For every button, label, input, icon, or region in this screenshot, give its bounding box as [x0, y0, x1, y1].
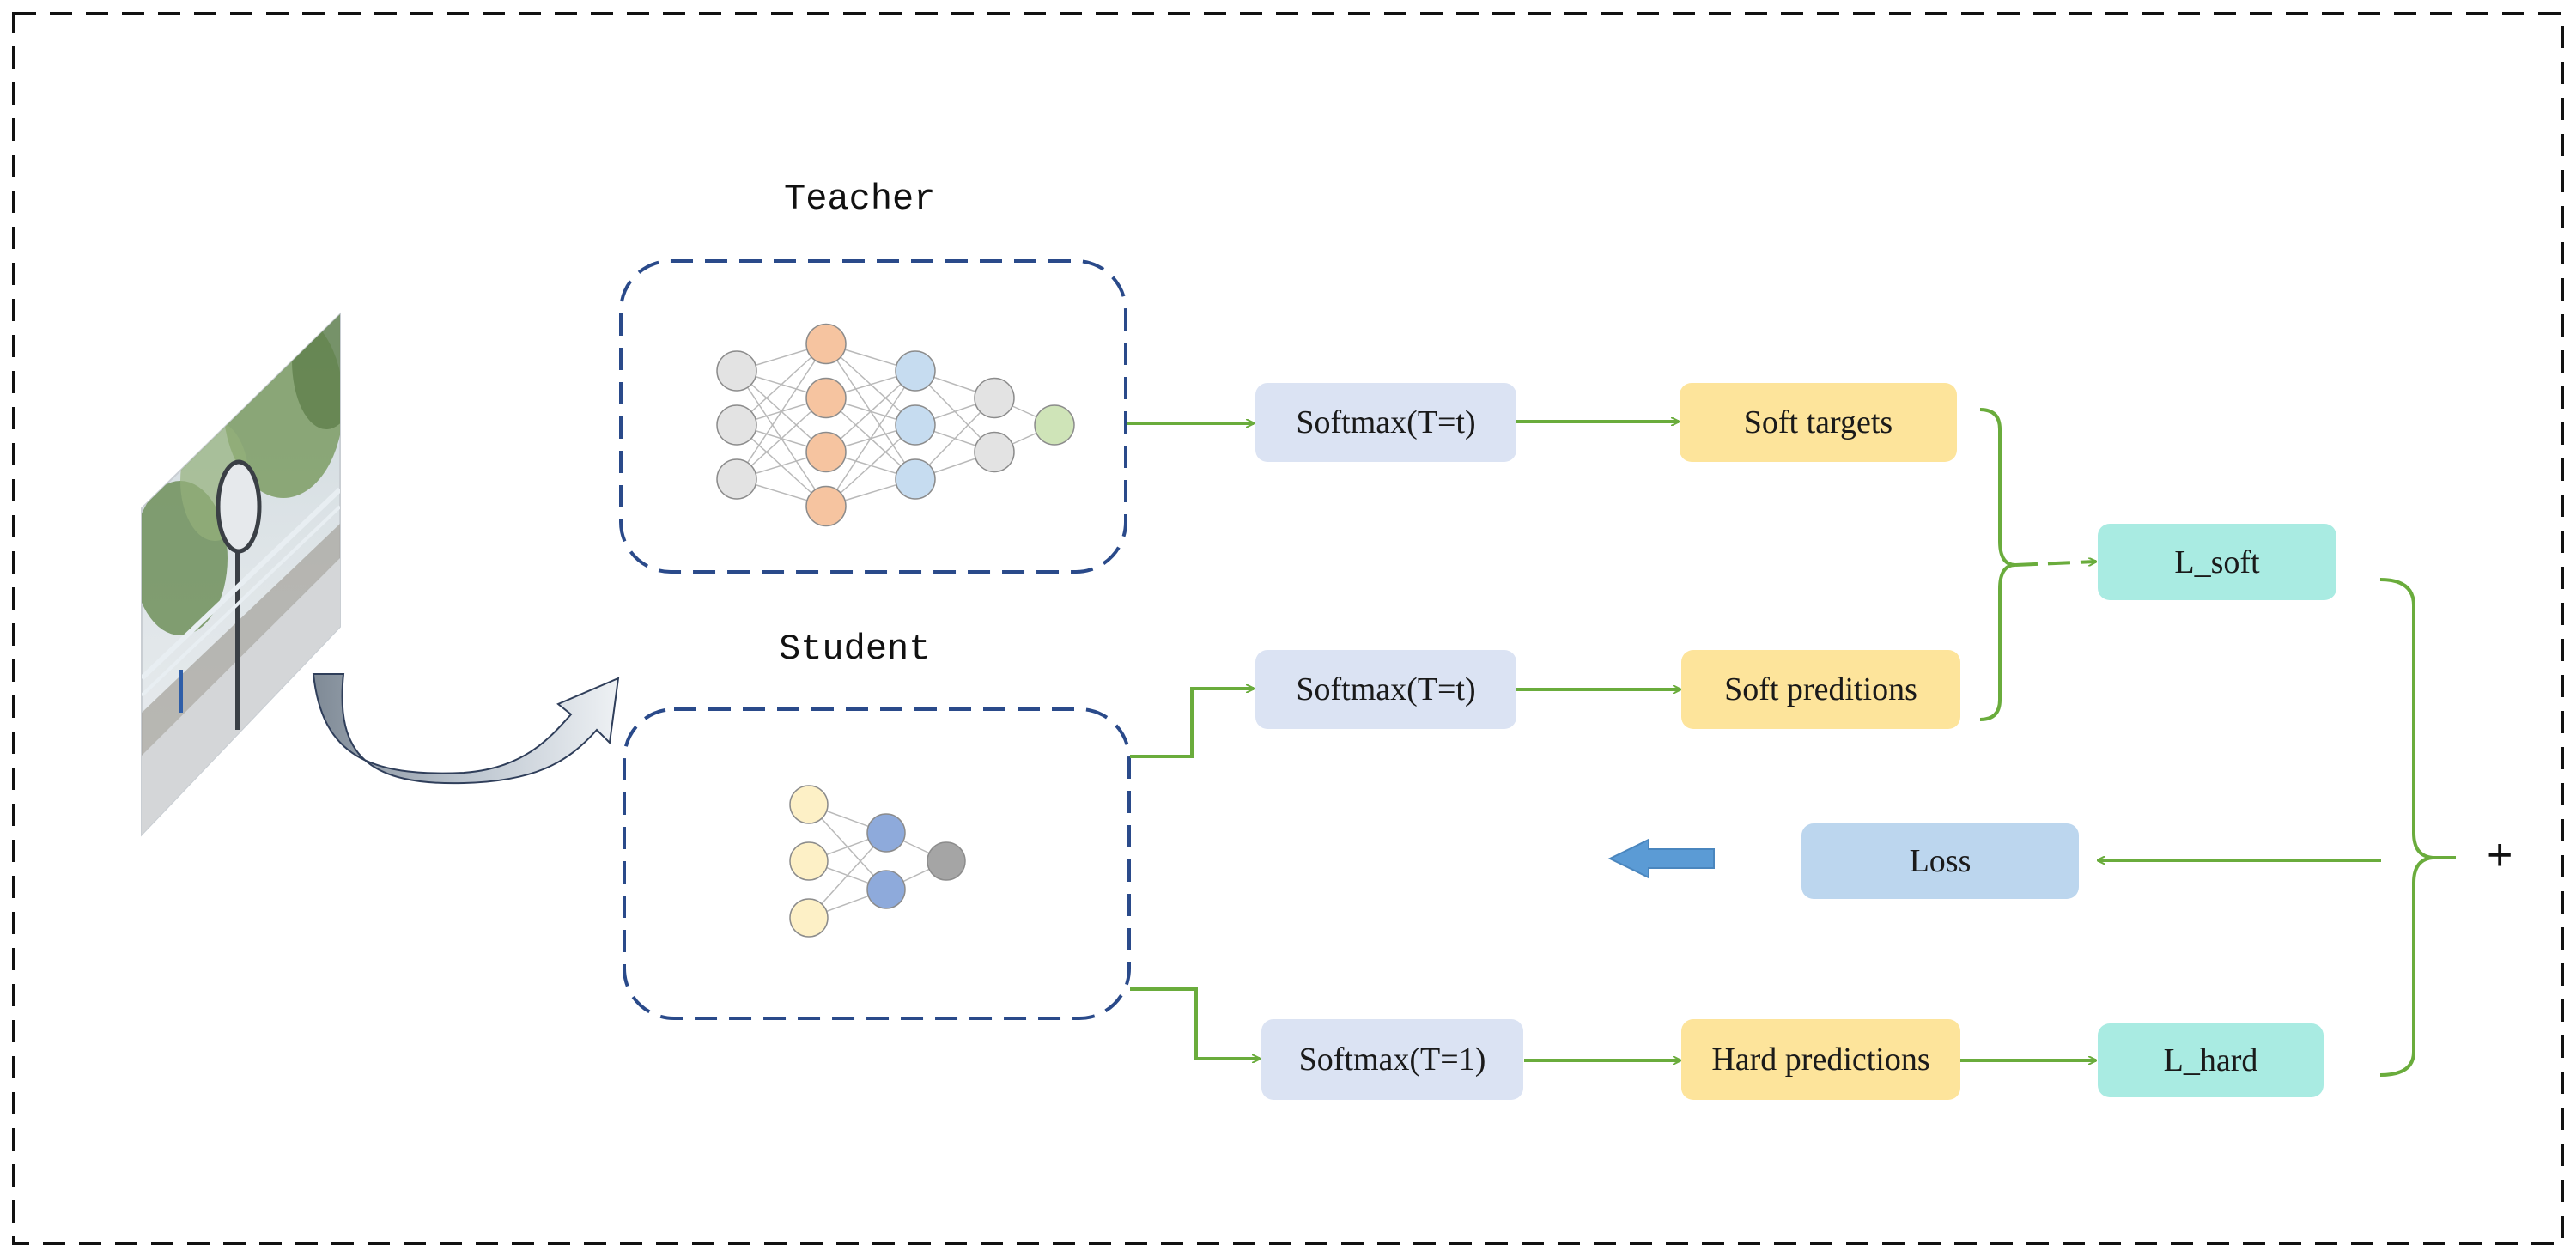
arrow-brace-to-l-soft — [2014, 562, 2096, 567]
teacher-title: Teacher — [784, 179, 936, 220]
teacher-network-icon — [716, 323, 1075, 527]
teacher-neuron — [716, 350, 757, 392]
teacher-neuron — [805, 377, 847, 419]
loss-box: Loss — [1801, 823, 2079, 899]
back-arrow-icon — [1607, 838, 1715, 879]
l-hard-box: L_hard — [2098, 1023, 2324, 1097]
softmax-student-soft-box: Softmax(T=t) — [1255, 650, 1516, 729]
curved-arrow-icon — [312, 673, 620, 785]
teacher-neuron — [805, 323, 847, 365]
teacher-neuron — [805, 485, 847, 527]
outer-frame — [12, 12, 2564, 1245]
teacher-connection — [736, 343, 827, 480]
teacher-neuron — [895, 458, 936, 500]
teacher-neuron — [716, 458, 757, 500]
l-soft-box: L_soft — [2098, 524, 2336, 600]
teacher-neuron — [805, 431, 847, 473]
student-title: Student — [779, 628, 931, 670]
teacher-network-box — [619, 259, 1127, 574]
brace-soft — [1979, 408, 2016, 721]
softmax-teacher-box: Softmax(T=t) — [1255, 383, 1516, 462]
teacher-neuron — [895, 404, 936, 446]
soft-predictions-box: Soft preditions — [1681, 650, 1960, 729]
input-image-icon — [141, 312, 341, 837]
teacher-neuron — [974, 377, 1015, 419]
teacher-neuron — [974, 431, 1015, 473]
student-neuron — [866, 813, 906, 853]
student-network-icon — [789, 785, 966, 938]
student-neuron — [789, 785, 829, 824]
student-network-box — [623, 707, 1131, 1020]
arrow-student-to-softmax-soft — [1130, 689, 1254, 758]
teacher-connection — [825, 370, 916, 507]
connectors — [1127, 408, 2456, 1077]
hard-predictions-box: Hard predictions — [1681, 1019, 1960, 1100]
teacher-neuron — [716, 404, 757, 446]
brace-total — [2379, 578, 2433, 1077]
student-neuron — [866, 870, 906, 909]
student-neuron — [789, 898, 829, 938]
teacher-neuron — [895, 350, 936, 392]
teacher-neuron — [1034, 404, 1075, 446]
softmax-student-hard-box: Softmax(T=1) — [1261, 1019, 1523, 1100]
student-neuron — [789, 841, 829, 881]
sum-symbol: + — [2487, 830, 2513, 880]
student-neuron — [927, 841, 966, 881]
arrow-student-to-softmax-hard — [1130, 987, 1260, 1059]
soft-targets-box: Soft targets — [1680, 383, 1957, 462]
